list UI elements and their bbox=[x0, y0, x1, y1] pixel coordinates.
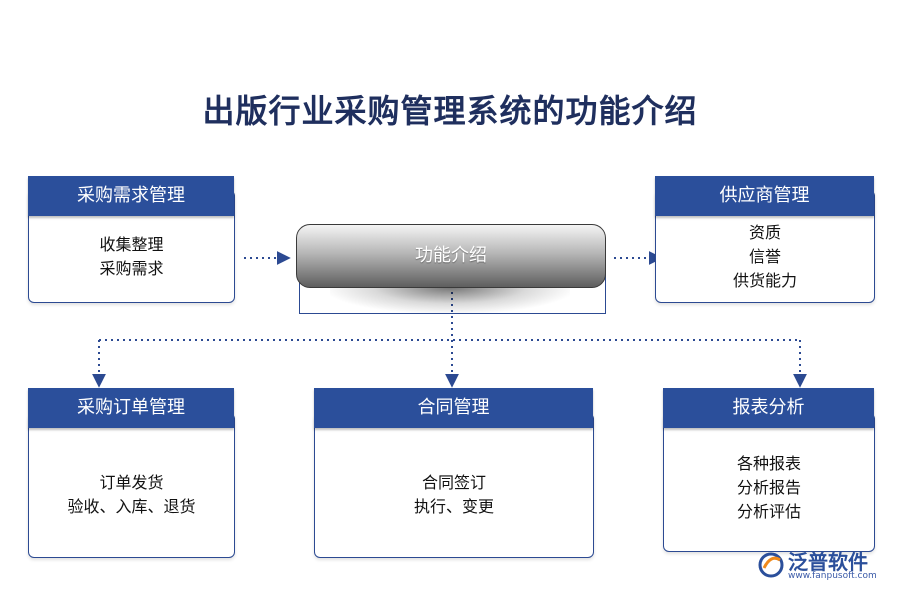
box-line: 采购需求 bbox=[99, 259, 164, 278]
page-title: 出版行业采购管理系统的功能介绍 bbox=[202, 92, 698, 130]
report-header: 报表分析 bbox=[663, 388, 874, 428]
box-line: 各种报表 bbox=[736, 454, 801, 473]
fanpu-logo: 泛普软件 www.fanpusoft.com bbox=[756, 546, 886, 586]
supplier-header: 供应商管理 bbox=[655, 176, 874, 216]
box-line: 分析评估 bbox=[736, 502, 801, 521]
box-line: 资质 bbox=[748, 223, 781, 242]
box-line: 分析报告 bbox=[736, 478, 801, 497]
logo-name: 泛普软件 bbox=[788, 550, 868, 574]
box-line: 合同签订 bbox=[421, 473, 486, 492]
logo-url: www.fanpusoft.com bbox=[788, 571, 877, 581]
purchase-order-box: 订单发货 验收、入库、退货 bbox=[28, 413, 235, 558]
center-feature-node: 功能介绍 bbox=[296, 224, 606, 288]
center-shadow bbox=[330, 287, 570, 313]
purchase-order-header: 采购订单管理 bbox=[28, 388, 234, 428]
contract-box: 合同签订 执行、变更 bbox=[314, 413, 594, 558]
box-line: 信誉 bbox=[748, 247, 781, 266]
box-line: 订单发货 bbox=[99, 473, 164, 492]
box-line: 收集整理 bbox=[99, 235, 164, 254]
box-line: 供货能力 bbox=[732, 271, 797, 290]
box-line: 验收、入库、退货 bbox=[67, 497, 196, 516]
contract-header: 合同管理 bbox=[314, 388, 593, 428]
purchase-demand-header: 采购需求管理 bbox=[28, 176, 234, 216]
logo-swirl-icon bbox=[758, 552, 784, 578]
report-box: 各种报表 分析报告 分析评估 bbox=[663, 413, 875, 552]
box-line: 执行、变更 bbox=[413, 497, 494, 516]
